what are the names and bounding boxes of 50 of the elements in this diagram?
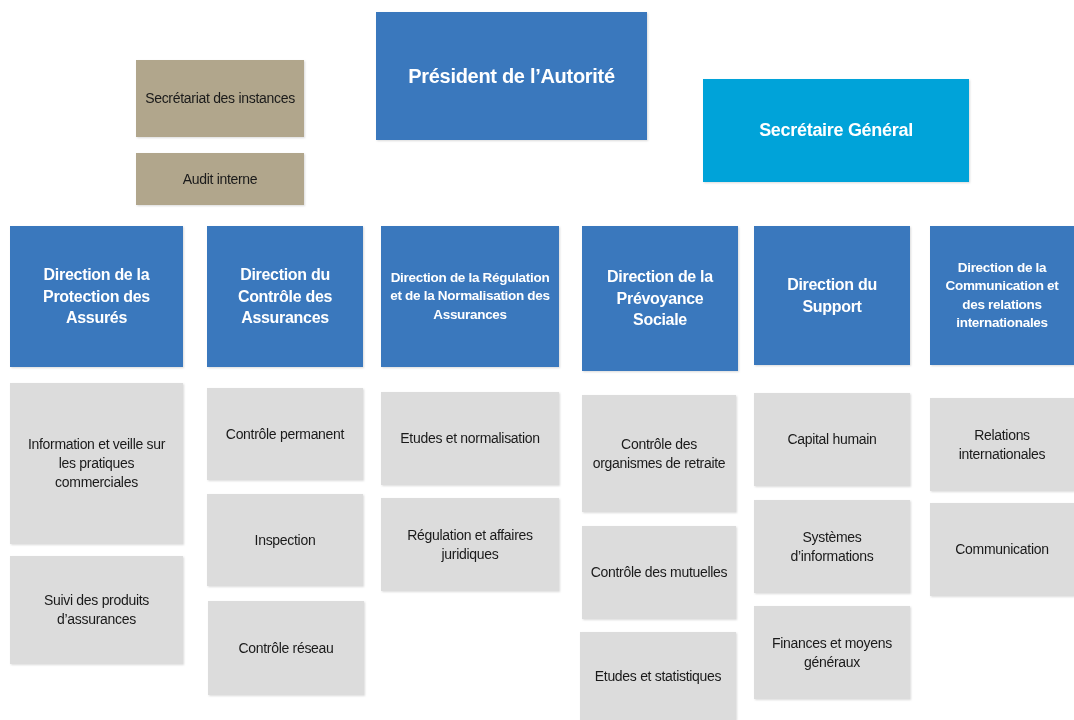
directorate-box — [207, 226, 363, 367]
box-label: Direction du Support — [786, 274, 878, 317]
president-box — [376, 12, 647, 140]
box-label: Capital humain — [787, 430, 877, 449]
secretary-general-box — [703, 79, 969, 182]
box-label: Etudes et normalisation — [400, 429, 540, 448]
directorate-box — [582, 226, 738, 371]
box-label: Contrôle des mutuelles — [590, 563, 728, 582]
box-label: Relations internationales — [957, 425, 1047, 464]
box-label: Communication — [955, 540, 1049, 559]
box-label: Suivi des produits d’assurances — [42, 591, 151, 629]
directorate-box — [10, 226, 183, 367]
department-box — [754, 393, 910, 486]
box-label: Direction de la Régulation et de la Normalisation des Assurances — [389, 269, 551, 324]
box-label: Président de l’Autorité — [408, 63, 615, 89]
box-label: Régulation et affaires juridiques — [406, 525, 534, 564]
department-box — [10, 383, 183, 544]
box-label: Contrôle des organismes de retraite — [591, 434, 727, 473]
department-box — [207, 494, 363, 586]
department-box — [754, 606, 910, 699]
box-label: Direction de la Prévoyance Sociale — [606, 267, 715, 331]
box-label: Direction du Contrôle des Assurances — [236, 265, 334, 329]
box-label: Etudes et statistiques — [594, 666, 722, 686]
staff-unit-box — [136, 60, 304, 137]
box-label: Secrétariat des instances — [145, 89, 295, 108]
department-box — [754, 500, 910, 593]
department-box — [582, 395, 736, 512]
box-label: Secrétaire Général — [759, 119, 913, 143]
directorate-box — [754, 226, 910, 365]
department-box — [930, 503, 1074, 596]
department-box — [381, 392, 559, 485]
box-label: Contrôle réseau — [238, 638, 334, 658]
box-label: Contrôle permanent — [225, 424, 345, 444]
directorate-box — [930, 226, 1074, 365]
department-box — [930, 398, 1074, 491]
box-label: Direction de la Communication et des relations internationales — [944, 259, 1060, 332]
box-label: Direction de la Protection des Assurés — [42, 265, 151, 329]
box-label: Finances et moyens généraux — [771, 633, 893, 672]
department-box — [10, 556, 183, 664]
box-label: Inspection — [254, 530, 316, 550]
directorate-box — [381, 226, 559, 367]
department-box — [582, 526, 736, 619]
department-box — [207, 388, 363, 480]
box-label: Systèmes d’informations — [789, 527, 875, 566]
staff-unit-box — [136, 153, 304, 205]
box-label: Information et veille sur les pratiques commerciales — [26, 435, 167, 492]
box-label: Audit interne — [182, 169, 258, 189]
department-box — [580, 632, 736, 720]
department-box — [208, 601, 364, 695]
department-box — [381, 498, 559, 591]
